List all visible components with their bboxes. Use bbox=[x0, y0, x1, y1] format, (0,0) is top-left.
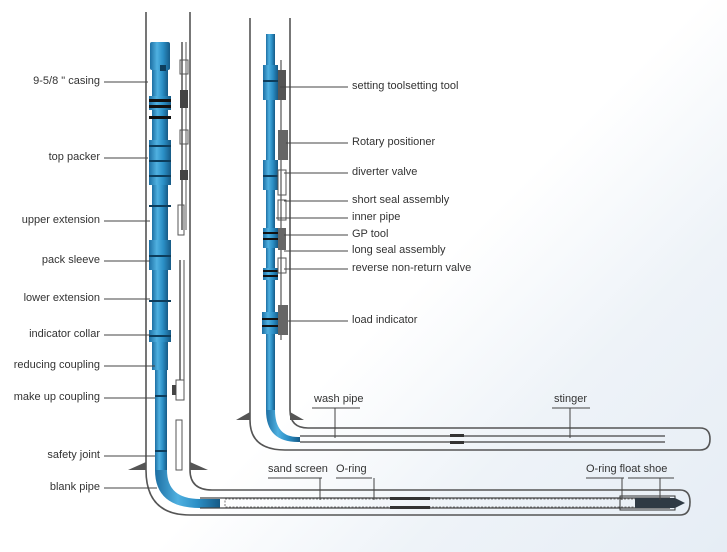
right-inner-tube bbox=[262, 34, 300, 442]
label-o-ring-float-shoe: O-ring float shoe bbox=[586, 463, 668, 475]
label-top-packer: top packer bbox=[48, 151, 100, 163]
label-pack-sleeve: pack sleeve bbox=[41, 254, 100, 266]
label-safety-joint: safety joint bbox=[47, 449, 100, 461]
left-horizontal-screen bbox=[200, 495, 685, 511]
label-make-up-coupling: make up coupling bbox=[13, 391, 100, 403]
left-leaders bbox=[104, 81, 157, 489]
left-assembly-tube bbox=[149, 42, 220, 508]
left-wellbore bbox=[145, 12, 691, 516]
horizontal-leaders bbox=[268, 407, 674, 500]
label-long-seal-assembly: long seal assembly bbox=[352, 244, 446, 256]
label-o-ring: O-ring bbox=[336, 463, 367, 475]
label-blank-pipe: blank pipe bbox=[49, 481, 100, 493]
right-side-hardware bbox=[277, 60, 288, 340]
label-rotary-positioner: Rotary positioner bbox=[352, 136, 436, 148]
right-wellbore bbox=[249, 18, 711, 451]
left-side-hardware bbox=[172, 42, 189, 471]
label-indicator-collar: indicator collar bbox=[29, 328, 100, 340]
label-load-indicator: load indicator bbox=[352, 314, 418, 326]
label-short-seal-assembly: short seal assembly bbox=[352, 194, 450, 206]
label-inner-pipe: inner pipe bbox=[352, 211, 401, 223]
right-horizontal-washpipe bbox=[300, 434, 665, 444]
label-diverter-valve: diverter valve bbox=[352, 166, 418, 178]
label-casing: 9-5/8 " casing bbox=[33, 75, 100, 87]
label-reducing-coupling: reducing coupling bbox=[13, 359, 100, 371]
label-sand-screen: sand screen bbox=[268, 463, 328, 475]
casing-shoe-marks bbox=[128, 462, 208, 470]
label-setting-tool: setting toolsetting tool bbox=[352, 80, 459, 92]
right-shoe-marks bbox=[236, 412, 304, 420]
label-gp-tool: GP tool bbox=[352, 228, 389, 240]
label-wash-pipe: wash pipe bbox=[314, 393, 364, 405]
label-reverse-non-return-valve: reverse non-return valve bbox=[352, 262, 472, 274]
right-leaders bbox=[276, 86, 348, 322]
label-stinger: stinger bbox=[554, 393, 588, 405]
label-lower-extension: lower extension bbox=[23, 292, 100, 304]
label-upper-extension: upper extension bbox=[21, 214, 100, 226]
